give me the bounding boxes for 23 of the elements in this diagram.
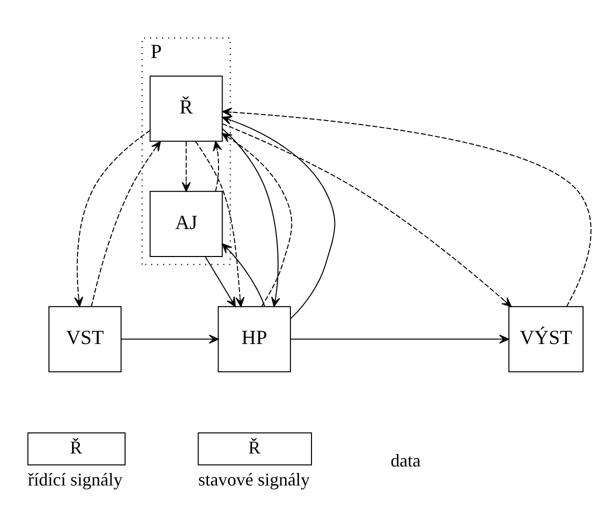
arrow [222, 243, 266, 307]
node-box: Ř [150, 76, 223, 142]
arrow [182, 141, 191, 192]
arrow [74, 130, 151, 307]
arrow [222, 123, 512, 308]
legend-label: stavové signály [198, 469, 310, 490]
arrow [290, 334, 510, 344]
arrow [120, 334, 219, 344]
node-box: HP [218, 306, 291, 372]
arrow [212, 141, 222, 192]
arrow [195, 140, 245, 307]
legend-label: řídící signály [28, 469, 122, 490]
arrow [222, 128, 280, 307]
arrow [222, 116, 336, 320]
arrow [222, 133, 292, 308]
node-box: AJ [150, 190, 223, 257]
label: Ř [70, 437, 82, 458]
legend-label: data [390, 450, 421, 470]
label: Ř [248, 437, 260, 458]
node-box: VST [48, 306, 122, 372]
arrow [90, 141, 161, 307]
arrow [222, 108, 592, 308]
node-box: VÝST [508, 306, 584, 372]
